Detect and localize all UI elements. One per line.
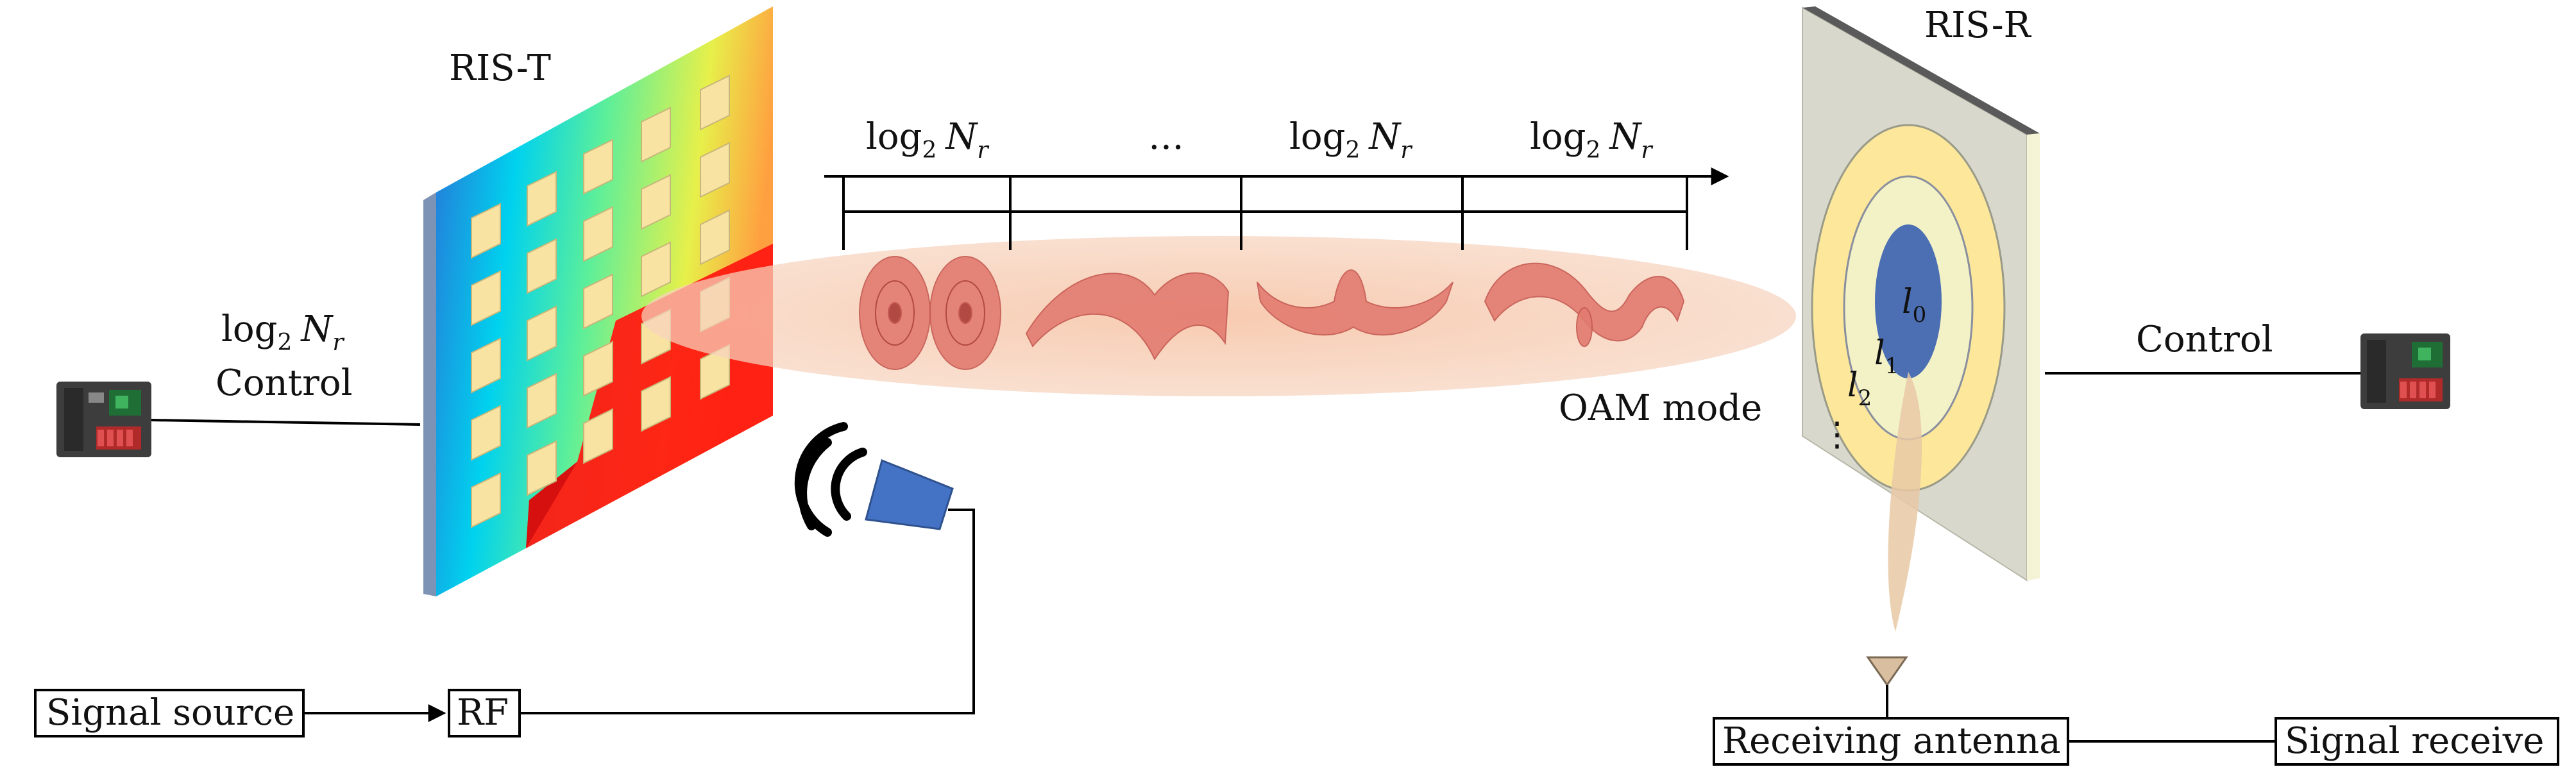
mode-l1: l1: [1874, 334, 1899, 379]
time-axis: [824, 167, 1729, 250]
signal-receive-label: Signal receive: [2285, 720, 2544, 762]
rf-label: RF: [457, 692, 509, 734]
left-controller-chip-icon: [56, 382, 151, 457]
segment-label-ellipsis: …: [1148, 116, 1184, 158]
svg-text:Control: Control: [216, 362, 353, 404]
receive-antenna-icon: [1866, 656, 1908, 718]
ris-r-panel: [1802, 6, 2040, 632]
ris-r-label: RIS-R: [1924, 4, 2032, 46]
mode-l0: l0: [1902, 283, 1926, 328]
oam-mode-label: OAM mode: [1559, 387, 1762, 429]
receiving-antenna-box: [1713, 717, 2069, 766]
left-control-line: [151, 419, 421, 426]
rf-box: [448, 689, 521, 738]
right-control-label: Control: [2136, 319, 2273, 360]
mode-ellipsis: ⋮: [1820, 416, 1854, 454]
ris-t-elements: [471, 74, 730, 528]
mode-l2: l2: [1847, 366, 1872, 411]
rf-to-horn-line: [520, 509, 975, 714]
receiving-antenna-label: Receiving antenna: [1722, 720, 2061, 762]
oam-rings: [1811, 124, 2006, 492]
ris-t-label: RIS-T: [449, 47, 551, 89]
signal-receive-box: [2275, 717, 2559, 766]
signal-source-label: Signal source: [46, 692, 294, 734]
oam-wavefronts: [859, 256, 1685, 370]
right-controller-chip-icon: [2360, 333, 2450, 409]
ris-t-panel: [423, 6, 773, 596]
transmit-horn-antenna: [794, 422, 954, 537]
